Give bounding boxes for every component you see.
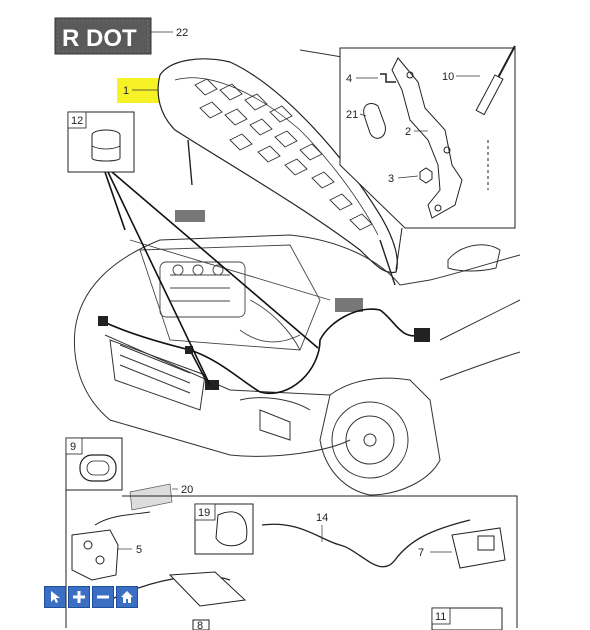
callout-3: 3	[388, 173, 394, 185]
home-button[interactable]	[116, 586, 138, 608]
callout-7: 7	[418, 547, 424, 559]
viewer-toolbar	[44, 586, 138, 608]
stamp-text: R DOT	[62, 25, 137, 52]
cursor-icon	[51, 591, 60, 603]
r-dot-stamp: R DOT	[54, 17, 152, 55]
zoom-out-button[interactable]	[92, 586, 114, 608]
callout-22: 22	[176, 27, 188, 39]
callout-14: 14	[316, 512, 328, 524]
zoom-out-icon	[97, 595, 109, 599]
highlight-box	[117, 78, 159, 103]
callout-1: 1	[123, 85, 129, 97]
callout-4: 4	[346, 73, 352, 85]
callout-5: 5	[136, 544, 142, 556]
inset-9: 9	[65, 437, 123, 491]
callout-19: 19	[198, 507, 210, 519]
zoom-in-button[interactable]	[68, 586, 90, 608]
callout-21: 21	[346, 109, 358, 121]
callout-8: 8	[197, 620, 203, 630]
hood-stays	[187, 139, 396, 286]
inset-11: 11	[431, 607, 503, 630]
inset-12: 12	[67, 111, 135, 173]
callout-9: 9	[70, 441, 76, 453]
engine-bay	[129, 210, 363, 351]
car-body	[73, 49, 521, 496]
callout-11: 11	[435, 611, 446, 623]
label-sticker-20: 20	[129, 483, 193, 511]
cable-clips	[98, 316, 430, 390]
hood-release-cable	[99, 308, 421, 395]
inset-hinge: 4 10 21 2 3	[339, 45, 516, 229]
inset-19: 19	[194, 503, 254, 555]
leader-lines-12	[104, 171, 319, 386]
zoom-in-icon	[73, 591, 85, 603]
inset-lower-frame: 5 14 7 8	[65, 489, 518, 630]
callout-10: 10	[442, 71, 454, 83]
callout-12: 12	[71, 115, 83, 127]
home-icon	[121, 591, 133, 603]
hood	[157, 58, 398, 274]
cursor-button[interactable]	[44, 586, 66, 608]
callout-2: 2	[405, 126, 411, 138]
hood-ribs	[194, 78, 373, 231]
callout-20: 20	[181, 484, 193, 496]
